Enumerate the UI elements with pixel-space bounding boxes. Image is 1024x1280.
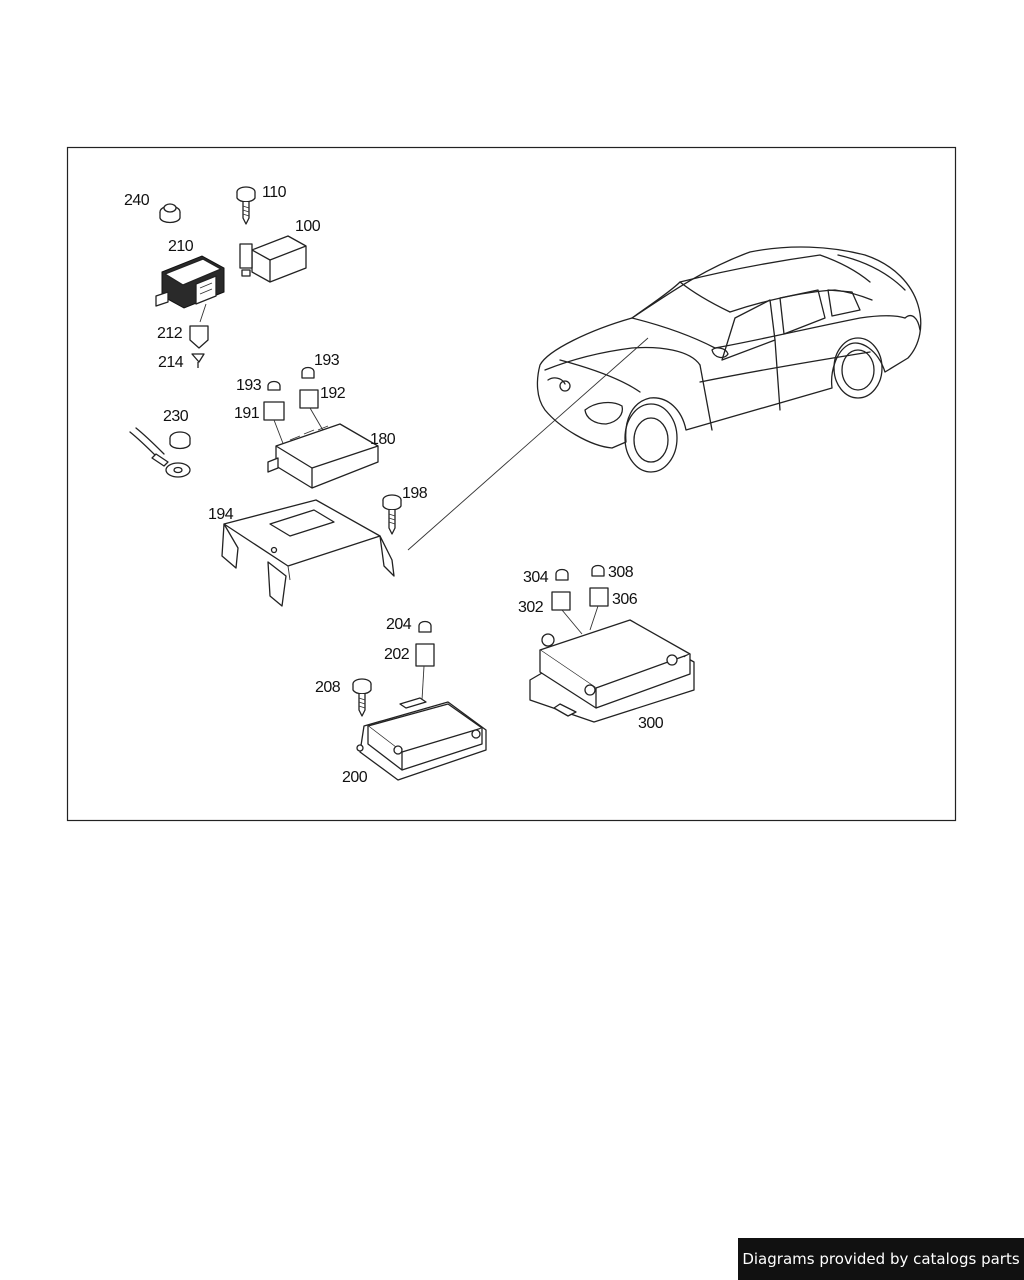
diagram-frame: [66, 146, 957, 822]
label-230: 230: [163, 408, 189, 425]
ground-cable-230: [129, 427, 191, 478]
screw-198: [382, 494, 402, 535]
label-202: 202: [384, 646, 410, 663]
control-unit-300: [529, 619, 695, 723]
cap-308: [591, 564, 605, 577]
label-208: 208: [315, 679, 341, 696]
cap-204: [418, 620, 432, 633]
cap-193-a: [267, 380, 281, 391]
label-192: 192: [320, 385, 346, 402]
label-240: 240: [124, 192, 150, 209]
connector-306: [589, 587, 609, 607]
label-191: 191: [234, 405, 260, 422]
vehicle-illustration: [536, 246, 922, 473]
label-193-a: 193: [236, 377, 262, 394]
connector-191: [263, 401, 285, 421]
label-100: 100: [295, 218, 321, 235]
screw-110: [236, 186, 256, 225]
connector-202: [415, 643, 435, 667]
label-204: 204: [386, 616, 412, 633]
connector-192: [299, 389, 319, 409]
label-110: 110: [262, 184, 287, 201]
control-unit-200: [356, 697, 487, 781]
label-180: 180: [370, 431, 396, 448]
label-198: 198: [402, 485, 428, 502]
pin-214: [191, 353, 205, 368]
bracket-194: [221, 499, 395, 607]
relay-100: [239, 235, 307, 283]
footer-credit: Diagrams provided by catalogs parts: [738, 1238, 1024, 1280]
cap-193-b: [301, 366, 315, 379]
label-300: 300: [638, 715, 664, 732]
screw-208: [352, 678, 372, 717]
label-308: 308: [608, 564, 634, 581]
label-194: 194: [208, 506, 234, 523]
label-306: 306: [612, 591, 638, 608]
label-210: 210: [168, 238, 194, 255]
label-212: 212: [157, 325, 183, 342]
nut-240: [159, 203, 181, 224]
control-unit-180: [267, 423, 379, 489]
label-214: 214: [158, 354, 184, 371]
connector-302: [551, 591, 571, 611]
connector-212: [189, 325, 209, 349]
module-210: [155, 255, 225, 309]
label-304: 304: [523, 569, 549, 586]
label-302: 302: [518, 599, 544, 616]
cap-304: [555, 568, 569, 581]
label-193-b: 193: [314, 352, 340, 369]
label-200: 200: [342, 769, 368, 786]
leader-line: [407, 337, 649, 551]
